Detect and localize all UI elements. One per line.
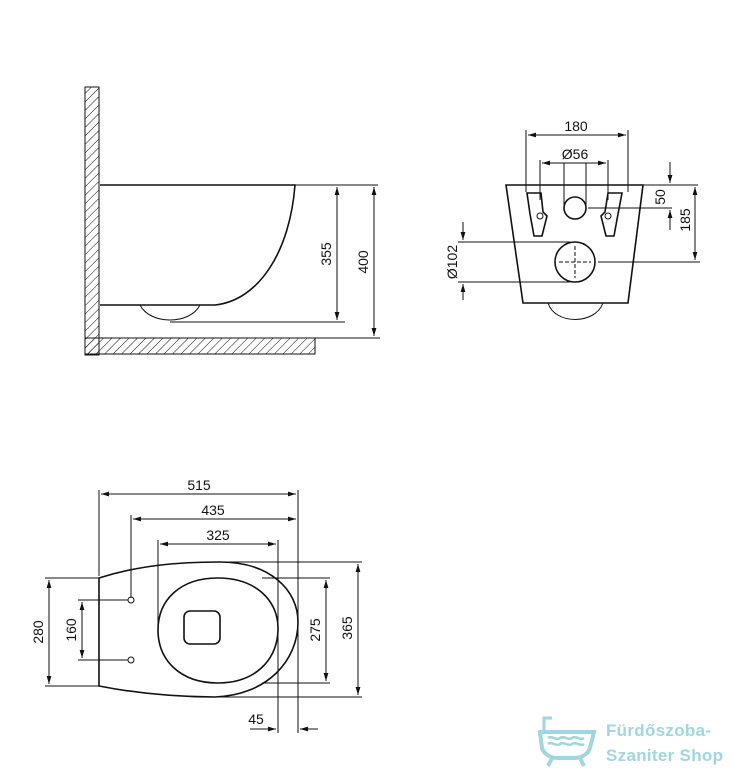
bathtub-logo-icon: [537, 716, 597, 767]
wall-hatch: [84, 86, 100, 356]
dim-label-515: 515: [187, 477, 211, 493]
watermark-line-2: Szaniter Shop: [606, 746, 724, 765]
dim-label-102: Ø102: [444, 245, 460, 279]
top-bowl-outline: [98, 561, 299, 698]
dim-label-45: 45: [248, 711, 264, 727]
top-view: 515 435 325 280 160 275 365 45: [30, 477, 362, 733]
side-view: 355 400: [84, 86, 380, 356]
floor-hatch: [84, 337, 316, 355]
rear-body-outline: [505, 184, 644, 304]
inlet-56: [563, 196, 587, 220]
water-opening: [183, 610, 221, 645]
dim-label-400: 400: [355, 250, 371, 274]
dim-label-280: 280: [30, 620, 46, 644]
dim-label-185: 185: [677, 208, 693, 232]
dim-label-50: 50: [652, 189, 668, 205]
dim-label-435: 435: [201, 502, 225, 518]
dim-label-56: Ø56: [562, 146, 589, 162]
dim-label-160: 160: [63, 618, 79, 642]
rear-view: 180 Ø56 50 185 Ø102: [444, 118, 700, 320]
left-bracket: [526, 192, 548, 237]
fixing-hole-bottom: [127, 656, 135, 664]
outlet-102: [554, 241, 596, 283]
dim-label-355: 355: [318, 242, 334, 266]
watermark-line-1: Fürdőszoba-: [606, 721, 712, 740]
dim-label-180: 180: [564, 118, 588, 134]
right-bracket: [600, 192, 623, 237]
side-bowl-bottom: [139, 304, 201, 321]
dim-label-275: 275: [307, 618, 323, 642]
dim-label-325: 325: [206, 527, 230, 543]
seat-rim: [157, 577, 279, 684]
dim-label-365: 365: [339, 616, 355, 640]
side-bowl-outline: [100, 184, 296, 306]
